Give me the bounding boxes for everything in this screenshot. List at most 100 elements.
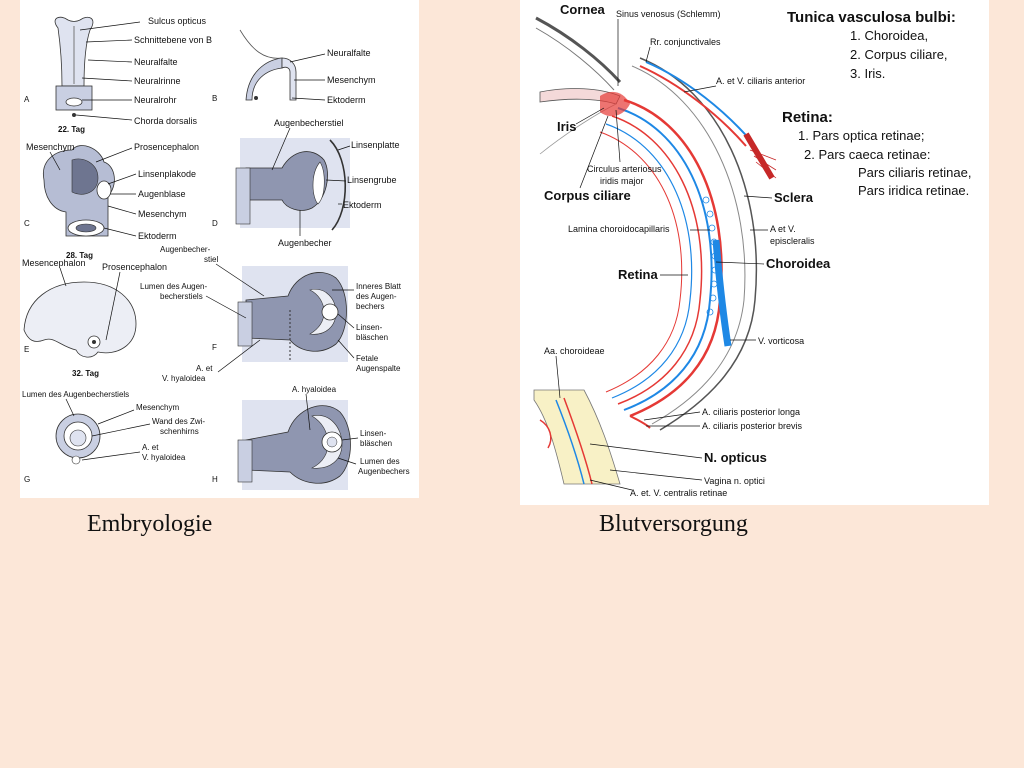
retina-item-4: Pars iridica retinae. [858,183,969,198]
label-augenblase: Augenblase [138,189,186,199]
stage-label-a: A [24,95,30,104]
stage-label-b: B [212,94,217,103]
label-prosencephalon-c: Prosencephalon [134,142,199,152]
label-schnittebene: Schnittebene von B [134,35,212,45]
label-linsenblaeschen-f1: Linsen- [356,323,383,332]
label-retina: Retina [618,267,659,282]
label-lumen-h1: Lumen des [360,457,400,466]
label-linsenblaeschen-f2: bläschen [356,333,388,342]
label-rr-conjunctivales: Rr. conjunctivales [650,37,721,47]
embryology-diagram: A 22. Tag Sulcus opticus Schnittebene vo… [22,16,410,490]
label-linsenplatte: Linsenplatte [351,140,400,150]
label-lamina-choroidocapillaris: Lamina choroidocapillaris [568,224,670,234]
label-centralis-retinae: A. et. V. centralis retinae [630,488,727,498]
label-linsenblaeschen-h2: bläschen [360,439,392,448]
tunica-title: Tunica vasculosa bulbi: [787,9,956,26]
label-linsengrube: Linsengrube [347,175,397,185]
figure-h [237,400,351,490]
figure-g [55,413,101,465]
label-lumen-f2: becherstiels [160,292,203,301]
label-fetale-1: Fetale [356,354,379,363]
stage-label-e: E [24,345,29,354]
retina-item-3: Pars ciliaris retinae, [858,165,971,180]
label-fetale-2: Augenspalte [356,364,401,373]
label-neuralrohr: Neuralrohr [134,95,177,105]
label-neuralrinne: Neuralrinne [134,76,181,86]
caption-blutversorgung: Blutversorgung [599,511,748,537]
label-aa-choroideae: Aa. choroideae [544,346,605,356]
embryology-panel: A 22. Tag Sulcus opticus Schnittebene vo… [20,0,419,498]
label-lumen-g: Lumen des Augenbecherstiels [22,390,129,399]
stage-label-g: G [24,475,30,484]
label-wand-2: schenhirns [160,427,199,436]
label-n-opticus: N. opticus [704,450,767,465]
figure-d [235,138,350,231]
label-hyaloidea-h: A. hyaloidea [292,385,337,394]
figure-c [42,145,115,237]
label-a-et-g1: A. et [142,443,159,452]
label-ektoderm-b: Ektoderm [327,95,366,105]
label-ciliaris-anterior: A. et V. ciliaris anterior [716,76,805,86]
retina-title: Retina: [782,109,833,126]
figure-a [54,16,94,117]
label-mesencephalon: Mesencephalon [22,258,86,268]
label-sclera: Sclera [774,190,814,205]
label-a-et-f2: V. hyaloidea [162,374,206,383]
label-neuralfalte-a: Neuralfalte [134,57,178,67]
label-mesenchym-c1: Mesenchym [26,142,75,152]
label-sulcus-opticus: Sulcus opticus [148,16,207,26]
label-vagina-n-optici: Vagina n. optici [704,476,765,486]
stage-label-f: F [212,343,217,352]
label-lumen-f1: Lumen des Augen- [140,282,207,291]
label-chorda-dorsalis: Chorda dorsalis [134,116,198,126]
stage-label-c: C [24,219,30,228]
caption-embryologie: Embryologie [87,511,213,537]
label-a-et-g2: V. hyaloidea [142,453,186,462]
label-iris: Iris [557,119,577,134]
label-cornea: Cornea [560,2,606,17]
label-augenbecher-d: Augenbecher [278,238,332,248]
label-mesenchym-g: Mesenchym [136,403,179,412]
label-inneres-1: Inneres Blatt [356,282,402,291]
figure-f [237,266,348,362]
tunica-item-1: 1. Choroidea, [850,28,928,43]
label-augenbecherstiel-d: Augenbecherstiel [274,118,344,128]
label-inneres-3: bechers [356,302,384,311]
label-circulus-2: iridis major [600,176,644,186]
tunica-item-2: 2. Corpus ciliare, [850,47,948,62]
label-mesenchym-b: Mesenchym [327,75,376,85]
day-22-label: 22. Tag [58,125,85,134]
label-neuralfalte-b: Neuralfalte [327,48,371,58]
label-circulus-1: Circulus arteriosus [587,164,662,174]
label-corpus-ciliare: Corpus ciliare [544,188,631,203]
label-episcleralis-1: A et V. [770,224,796,234]
day-32-label: 32. Tag [72,369,99,378]
figure-b [239,29,297,101]
label-vorticosa: V. vorticosa [758,336,804,346]
tunica-item-3: 3. Iris. [850,66,885,81]
label-a-et-f1: A. et [196,364,213,373]
retina-item-2: 2. Pars caeca retinae: [804,147,930,162]
label-augenbecherstiel-f1: Augenbecher- [160,245,211,254]
label-prosencephalon-e: Prosencephalon [102,262,167,272]
label-ciliaris-posterior-brevis: A. ciliaris posterior brevis [702,421,803,431]
label-linsenblaeschen-h1: Linsen- [360,429,387,438]
label-wand-1: Wand des Zwi- [152,417,205,426]
label-choroidea: Choroidea [766,256,831,271]
blood-supply-panel: Cornea Sinus venosus (Schlemm) Rr. conju… [520,0,989,505]
label-ektoderm-d: Ektoderm [343,200,382,210]
label-augenbecherstiel-f2: stiel [204,255,218,264]
label-lumen-h2: Augenbechers [358,467,410,476]
day-28-label: 28. Tag [66,251,93,260]
label-sinus-venosus: Sinus venosus (Schlemm) [616,9,721,19]
blood-supply-diagram: Cornea Sinus venosus (Schlemm) Rr. conju… [533,2,971,498]
label-ciliaris-posterior-longa: A. ciliaris posterior longa [702,407,800,417]
label-mesenchym-c2: Mesenchym [138,209,187,219]
label-episcleralis-2: episcleralis [770,236,815,246]
label-inneres-2: des Augen- [356,292,397,301]
stage-label-h: H [212,475,218,484]
figure-e [23,281,137,358]
label-ektoderm-c: Ektoderm [138,231,177,241]
retina-item-1: 1. Pars optica retinae; [798,128,924,143]
label-linsenplakode: Linsenplakode [138,169,196,179]
